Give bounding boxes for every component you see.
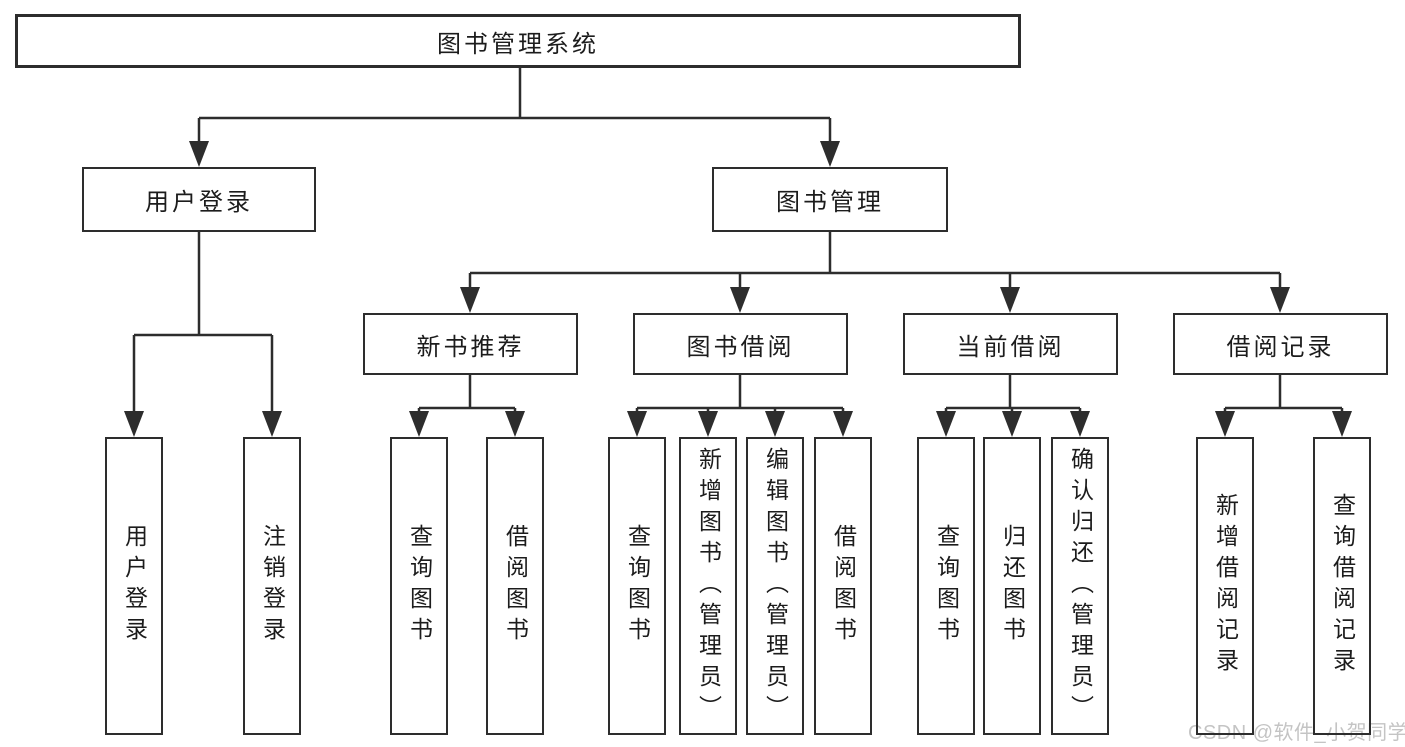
leaf-query-books-recommend: 查询图书: [390, 437, 448, 735]
leaf-label: 编辑图书（管理员）: [762, 446, 789, 726]
connector-user-login-split: [132, 232, 274, 413]
leaf-label: 新增借阅记录: [1212, 493, 1239, 679]
node-book-borrowing: 图书借阅: [633, 313, 848, 375]
leaf-label: 归还图书: [999, 524, 1026, 648]
leaf-label: 查询图书: [406, 524, 433, 648]
leaf-edit-book-admin: 编辑图书（管理员）: [746, 437, 804, 735]
arrow-down-icon: [409, 411, 429, 437]
connector-root-to-level2: [197, 68, 832, 143]
leaf-label: 注销登录: [259, 524, 286, 648]
arrow-down-icon: [1332, 411, 1352, 437]
node-label: 当前借阅: [956, 333, 1065, 361]
leaf-label: 新增图书（管理员）: [695, 446, 722, 726]
arrow-down-icon: [936, 411, 956, 437]
node-label: 新书推荐: [416, 333, 525, 361]
node-label: 图书管理系统: [437, 30, 599, 58]
node-user-login: 用户登录: [82, 167, 316, 232]
leaf-borrow-books-recommend: 借阅图书: [486, 437, 544, 735]
leaf-label: 用户登录: [121, 524, 148, 648]
arrow-down-icon: [698, 411, 718, 437]
node-book-management: 图书管理: [712, 167, 948, 232]
arrow-down-icon: [1215, 411, 1235, 437]
leaf-label: 查询图书: [624, 524, 651, 648]
arrow-down-icon: [1002, 411, 1022, 437]
leaf-borrow-books: 借阅图书: [814, 437, 872, 735]
leaf-label: 确认归还（管理员）: [1067, 446, 1094, 726]
node-new-book-recommendation: 新书推荐: [363, 313, 578, 375]
arrow-down-icon: [262, 411, 282, 437]
connector-records-split: [1223, 375, 1344, 413]
leaf-label: 查询借阅记录: [1329, 493, 1356, 679]
arrow-down-icon: [189, 141, 209, 167]
arrow-down-icon: [124, 411, 144, 437]
arrowheads: [124, 141, 1352, 437]
leaf-query-books-current: 查询图书: [917, 437, 975, 735]
node-borrowing-records: 借阅记录: [1173, 313, 1388, 375]
arrow-down-icon: [505, 411, 525, 437]
arrow-down-icon: [627, 411, 647, 437]
leaf-label: 查询图书: [933, 524, 960, 648]
leaf-logout: 注销登录: [243, 437, 301, 735]
connector-current-split: [944, 375, 1082, 413]
arrow-down-icon: [1000, 287, 1020, 313]
arrow-down-icon: [1070, 411, 1090, 437]
leaf-add-borrow-record: 新增借阅记录: [1196, 437, 1254, 735]
connector-book-mgmt-split: [468, 232, 1282, 289]
leaf-label: 借阅图书: [830, 524, 857, 648]
node-library-management-system: 图书管理系统: [15, 14, 1021, 68]
node-current-borrowing: 当前借阅: [903, 313, 1118, 375]
leaf-query-borrow-record: 查询借阅记录: [1313, 437, 1371, 735]
arrow-down-icon: [1270, 287, 1290, 313]
leaf-add-book-admin: 新增图书（管理员）: [679, 437, 737, 735]
leaf-query-books-borrowing: 查询图书: [608, 437, 666, 735]
leaf-confirm-return-admin: 确认归还（管理员）: [1051, 437, 1109, 735]
node-label: 用户登录: [145, 189, 253, 216]
node-label: 借阅记录: [1226, 333, 1335, 361]
leaf-label: 借阅图书: [502, 524, 529, 648]
watermark: CSDN @软件_小贺同学: [1188, 722, 1405, 744]
connector-new-books-split: [417, 375, 517, 413]
node-label: 图书管理: [776, 189, 884, 216]
arrow-down-icon: [765, 411, 785, 437]
arrow-down-icon: [833, 411, 853, 437]
connector-borrowing-split: [635, 375, 845, 413]
node-label: 图书借阅: [686, 333, 795, 361]
arrow-down-icon: [820, 141, 840, 167]
arrow-down-icon: [730, 287, 750, 313]
leaf-return-books: 归还图书: [983, 437, 1041, 735]
arrow-down-icon: [460, 287, 480, 313]
leaf-user-login: 用户登录: [105, 437, 163, 735]
